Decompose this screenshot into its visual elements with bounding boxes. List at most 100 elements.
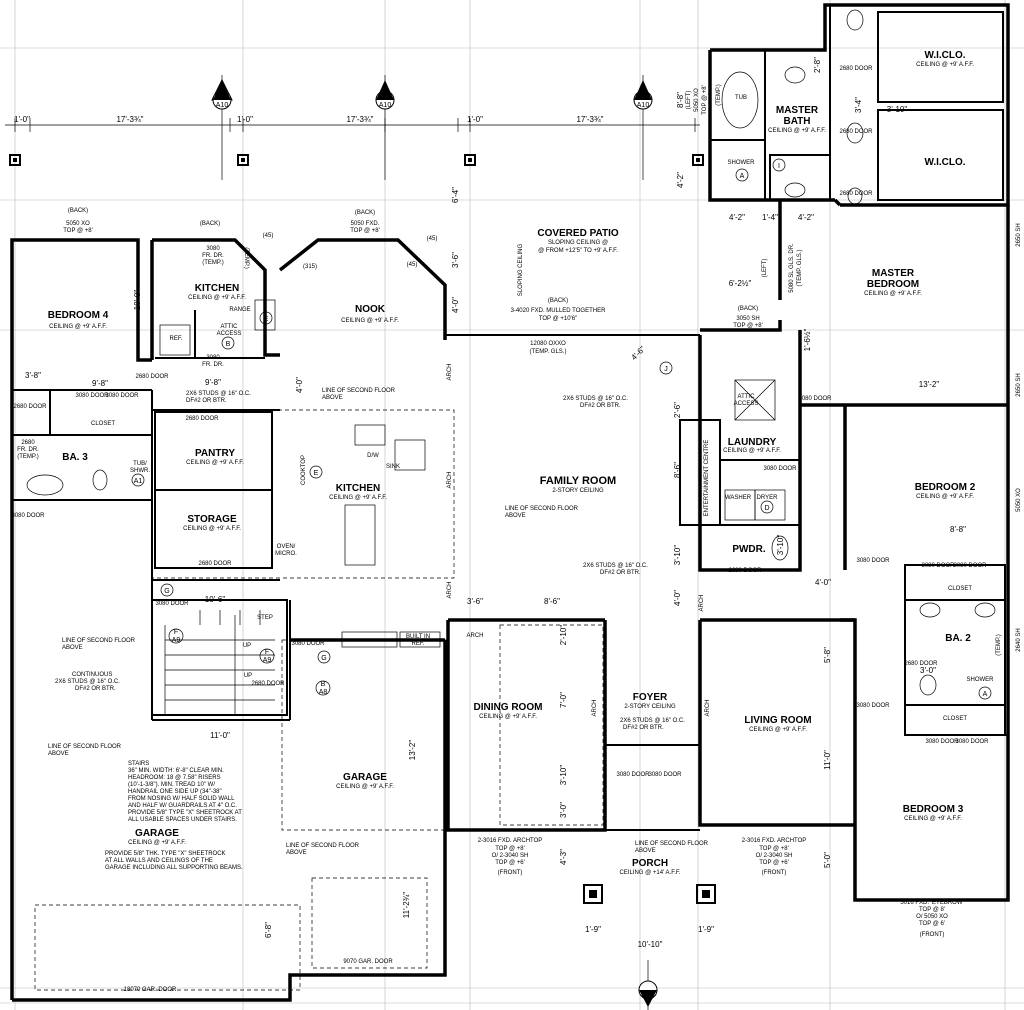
room-name: BEDROOM 3 <box>903 804 964 815</box>
door-label: 2680 DOOR <box>839 129 873 135</box>
room-name: GARAGE <box>343 772 387 783</box>
note-text: ABOVE <box>62 645 83 651</box>
room-ceiling: CEILING @ +9' A.F.F. <box>183 526 241 532</box>
dim-label: 6'-2½" <box>729 279 752 288</box>
section-marker-e: E A10 <box>633 75 653 180</box>
window-label: TOP @ +6' <box>759 860 789 866</box>
window-label: 5050 XO <box>66 221 90 227</box>
dim-label: 1'-0" <box>237 115 253 124</box>
dim-label: 3'-6" <box>451 252 460 268</box>
room-ceiling: CEILING @ +9' A.F.F. <box>916 62 974 68</box>
tag-sheet: A9 <box>263 657 272 664</box>
window-label: TOP @ +8' <box>495 846 525 852</box>
dim-label: 4'-6" <box>629 344 647 362</box>
window-label: (TEMP.) <box>17 454 39 460</box>
window-label: (FRONT) <box>498 870 523 876</box>
dim-label: 1'-0" <box>467 115 483 124</box>
room-name: PORCH <box>632 858 668 869</box>
note-text: ARCH <box>466 633 483 639</box>
note-text: LINE OF SECOND FLOOR <box>286 843 360 849</box>
door-label: 3080 DOOR <box>291 641 325 647</box>
room-name: LAUNDRY <box>728 437 777 448</box>
note-text: TUB <box>735 95 747 101</box>
note-text: ARCH <box>592 699 598 716</box>
room-ceiling: CEILING @ +9' A.F.F. <box>341 318 399 324</box>
door-label: 2680 DOOR <box>839 191 873 197</box>
room-ceiling: CEILING @ +9' A.F.F. <box>864 291 922 297</box>
note-text: ABOVE <box>505 513 526 519</box>
window-label: 5050 XO <box>694 88 700 112</box>
room-name: CLOSET <box>948 586 972 592</box>
door-label: 3080 DOOR <box>925 739 959 745</box>
dim-label: 4'-0" <box>815 578 831 587</box>
window-label: TOP @ 6' <box>919 921 945 927</box>
room-name: COVERED PATIO <box>537 228 619 239</box>
window-label: 3080 <box>206 246 220 252</box>
room-ceiling: CEILING @ +9' A.F.F. <box>49 324 107 330</box>
dim-label: 1'-4" <box>762 213 778 222</box>
window-label: 2680 <box>21 440 35 446</box>
note-text: 2X6 STUDS @ 16" O.C. <box>620 718 685 724</box>
dim-label: 3'-0" <box>559 802 568 818</box>
tag-label: B <box>321 681 326 688</box>
section-marker-c: C A10 <box>211 75 233 180</box>
tag-label: B <box>226 341 231 348</box>
room-ceiling: CEILING @ +14' A.F.F. <box>619 870 680 876</box>
window-label: (TEMP. GLS.) <box>530 349 567 355</box>
note-text: REF. <box>169 336 182 342</box>
interior-walls <box>12 5 1008 991</box>
note-text: SLOPING CEILING <box>518 243 524 296</box>
window-label: 5050 FXD. <box>351 221 380 227</box>
dim-label: 17'-3¾" <box>116 115 143 124</box>
room-ceiling: CEILING @ +9' A.F.F. <box>916 494 974 500</box>
note-text: WASHER <box>725 495 752 501</box>
dim-label: 1'-9" <box>698 925 714 934</box>
room-name: BA. 2 <box>945 633 971 644</box>
note-text: ALL USABLE SPACES UNDER STAIRS. <box>128 817 237 823</box>
door-label: 2680 DOOR <box>198 561 232 567</box>
window-label: FR. DR. <box>17 447 39 453</box>
note-text: 2650 SH <box>1016 373 1022 396</box>
dim-label: 3'-6" <box>467 597 483 606</box>
window-label: (BACK) <box>355 210 375 216</box>
note-text: HANDRAIL ONE SIDE UP (34"-38" <box>128 789 222 795</box>
dim-label: 4'-0" <box>295 377 304 393</box>
note-text: OVEN/ <box>277 544 296 550</box>
dim-label: 2'-6" <box>673 402 682 418</box>
room-ceiling: CEILING @ +9' A.F.F. <box>188 295 246 301</box>
window-label: (LEFT) <box>686 91 692 110</box>
room-name: MASTER <box>872 268 915 279</box>
dim-label: 9'-8" <box>205 378 221 387</box>
window-label: FR. DR. <box>202 362 224 368</box>
room-name: BEDROOM 4 <box>48 310 109 321</box>
note-text: LINE OF SECOND FLOOR <box>635 841 709 847</box>
window-label: 5016 FXD. 'EYEBROW' <box>900 900 963 906</box>
dim-label: 4'-0" <box>451 297 460 313</box>
note-text: REF. <box>411 641 424 647</box>
tag-sheet: A9 <box>172 637 181 644</box>
window-label: (BACK) <box>200 221 220 227</box>
door-label: 2680 DOOR <box>135 374 169 380</box>
dim-label: 8'-6" <box>673 462 682 478</box>
note-text: 2X6 STUDS @ 16" O.C. <box>563 396 628 402</box>
dim-label: 10'-0" <box>133 290 142 311</box>
room-labels: BEDROOM 4 CEILING @ +9' A.F.F. KITCHEN C… <box>48 50 976 876</box>
note-text: (45) <box>263 233 274 239</box>
room-name: GARAGE <box>135 828 179 839</box>
room-name: FOYER <box>633 692 668 703</box>
tag-label: G <box>321 655 326 662</box>
door-label: 2680 DOOR <box>13 404 47 410</box>
section-marker-d: D A10 <box>375 75 395 180</box>
room-ceiling: CEILING @ +9' A.F.F. <box>128 840 186 846</box>
note-text: DRYER <box>757 495 779 501</box>
room-name: LIVING ROOM <box>744 715 811 726</box>
room-ceiling: CEILING @ +9' A.F.F. <box>768 128 826 134</box>
note-text: STEP <box>257 615 273 621</box>
room-name: KITCHEN <box>195 283 239 294</box>
dim-label: 4'-0" <box>673 590 682 606</box>
note-text: ARCH <box>699 594 705 611</box>
room-name: DINING ROOM <box>474 702 543 713</box>
dim-label: 2'-10" <box>559 625 568 646</box>
note-text: (TEMP.) <box>716 84 722 106</box>
